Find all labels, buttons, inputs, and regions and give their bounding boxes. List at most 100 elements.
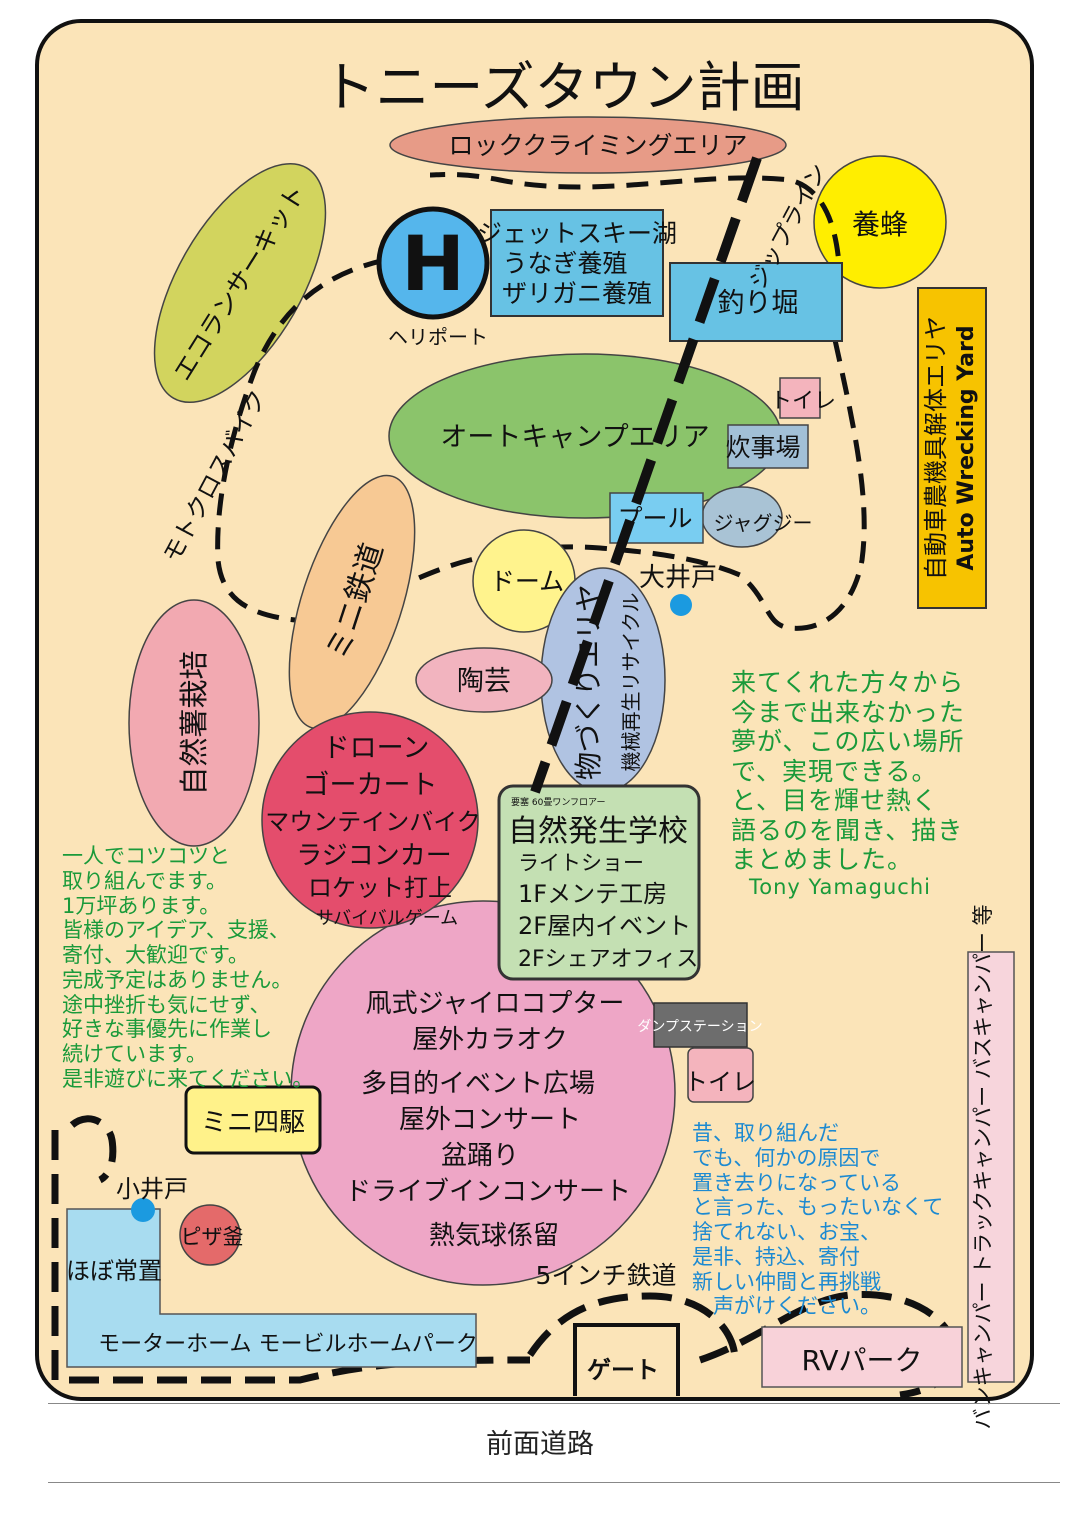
kitchen[interactable] [727,424,809,469]
toilet-top-label: トイレ [770,389,836,414]
activity-line-3: マウンテインバイク [265,808,481,836]
dream-line-3: 夢が、この広い場所 [731,727,965,756]
large-well-label: 大井戸 [639,563,717,593]
dream-line-2: 今まで出来なかった [731,697,966,727]
monozukuri-sub-label: 機械再生リサイクル [619,593,643,772]
activity-area[interactable] [261,711,479,929]
activity-line-4: ラジコンカー [296,841,451,871]
school[interactable] [497,784,701,981]
toilet-top[interactable] [779,377,821,419]
solo-line-1: 一人でコツコツと [62,844,230,868]
treasure-line-3: 置き去りになっている [692,1170,901,1195]
natural-farming[interactable] [128,599,260,847]
rv-park[interactable] [761,1326,963,1388]
activity-line-6: サバイバルゲーム [316,908,458,929]
dream-line-4: で、実現できる。 [731,756,938,786]
jacuzzi-label: ジャグジー [714,511,813,535]
zipline-line [530,156,762,794]
jetski-line-2: うなぎ養殖 [502,249,627,278]
mini-4wd-label: ミニ四駆 [201,1108,305,1138]
school-line-4: 2Fシェアオフィス [518,947,698,972]
treasure-line-4: と言った、もったいなくて [692,1195,944,1220]
front-road-label: 前面道路 [486,1429,594,1460]
event-line-2: 屋外カラオク [412,1025,567,1055]
signature: Tony Yamaguchi [749,874,931,899]
campers-label: バンキャンパー トラックキャンパー バスキャンパー 等 [971,904,995,1429]
jetski-line-1: ジェットスキー湖 [477,219,677,248]
helipad-symbol: H [401,219,465,308]
event-line-4: 屋外コンサート [399,1105,581,1135]
gate-label[interactable]: ゲート [587,1356,659,1384]
site-ground [35,19,1034,1401]
pottery[interactable] [415,647,553,713]
treasure-line-6: 是非、持込、寄付 [692,1244,860,1269]
pizza-oven[interactable] [179,1204,241,1266]
fishing-pond[interactable] [669,262,843,342]
jetski-lake[interactable] [490,209,664,317]
auto-camp-label: オートキャンプエリア [440,422,709,453]
jetski-line-3: ザリガニ養殖 [502,279,652,308]
road-edge-bottom [48,1482,1060,1483]
solo-line-8: 好きな事優先に作業し [62,1017,272,1042]
school-line-2: 1Fメンテ工房 [518,880,667,908]
beekeeping-area[interactable] [813,155,947,289]
helipad[interactable] [376,206,490,320]
gate-frame [573,1323,680,1396]
beekeeping-label: 養蜂 [852,208,908,241]
large-well[interactable] [670,594,692,616]
rv-park-label: RVパーク [801,1344,922,1377]
event-line-3: 多目的イベント広場 [361,1069,595,1099]
small-well[interactable] [131,1198,155,1222]
solo-line-3: 1万坪あります。 [62,893,221,918]
small-well-label: 小井戸 [116,1175,188,1203]
school-line-1: ライトショー [518,851,644,875]
resident-label: ほぼ常置 [66,1257,162,1285]
motorhome-park[interactable] [66,1208,477,1368]
treasure-note: 昔、取り組んだ でも、何かの原因で 置き去りになっている と言った、もったいなく… [692,1121,943,1319]
treasure-line-7: 新しい仲間と再挑戦 [692,1269,881,1294]
rock-climbing-area[interactable] [389,116,787,174]
dome-label: ドーム [490,567,564,596]
solo-line-7: 途中挫折も気にせず、 [62,992,271,1017]
solo-line-10: 是非遊びに来てください。 [62,1066,314,1091]
activity-line-2: ゴーカート [303,770,438,801]
pottery-label: 陶芸 [457,666,511,697]
event-line-6: ドライブインコンサート [345,1177,631,1207]
auto-wrecking-yard[interactable] [917,287,987,609]
treasure-line-1: 昔、取り組んだ [692,1121,839,1145]
dump-station[interactable] [653,1002,748,1048]
auto-wrecking-label-en: Auto Wrecking Yard [954,325,979,570]
dream-line-5: と、目を輝せ熱く [731,786,939,815]
dream-line-6: 語るのを聞き、描き [731,815,964,845]
page-title: トニーズタウン計画 [321,56,804,119]
event-line-5: 盆踊り [441,1141,519,1171]
treasure-line-2: でも、何かの原因で [692,1145,881,1170]
mini-railway[interactable] [264,461,441,743]
solo-line-9: 続けています。 [62,1042,207,1067]
railway-5inch-label: 5インチ鉄道 [536,1261,677,1290]
dump-station-label: ダンプステーション [637,1019,762,1035]
pizza-oven-label: ピザ釜 [181,1225,244,1249]
activity-line-5: ロケット打上 [308,874,452,902]
fishing-label: 釣り堀 [718,288,799,319]
solo-line-5: 寄付、大歓迎です。 [62,943,249,968]
heliport-label: ヘリポート [388,325,488,349]
solo-line-4: 皆様のアイデア、支援、 [62,918,290,943]
treasure-line-8: 声がけください。 [692,1294,881,1319]
treasure-line-5: 捨てれない、お宝、 [692,1220,881,1245]
dream-line-7: まとめました。 [731,845,914,874]
toilet-bottom[interactable] [687,1047,754,1103]
event-line-1: 凧式ジャイロコプター [366,989,625,1019]
mini-4wd[interactable] [184,1085,322,1155]
school-title: 自然発生学校 [508,814,688,849]
auto-wrecking-label-jp: 自動車農機具解体エリヤ [922,316,950,580]
kitchen-label: 炊事場 [725,433,800,462]
school-note: 要塞 60畳ワンフロアー [511,796,606,808]
dream-line-1: 来てくれた方々から [731,668,965,697]
eco-run-circuit[interactable] [120,137,360,429]
toilet-bottom-label: トイレ [684,1068,756,1096]
campers-area[interactable] [967,951,1015,1383]
natural-farming-label: 自然薯栽培 [177,650,211,795]
school-line-3: 2F屋内イベント [518,912,691,940]
